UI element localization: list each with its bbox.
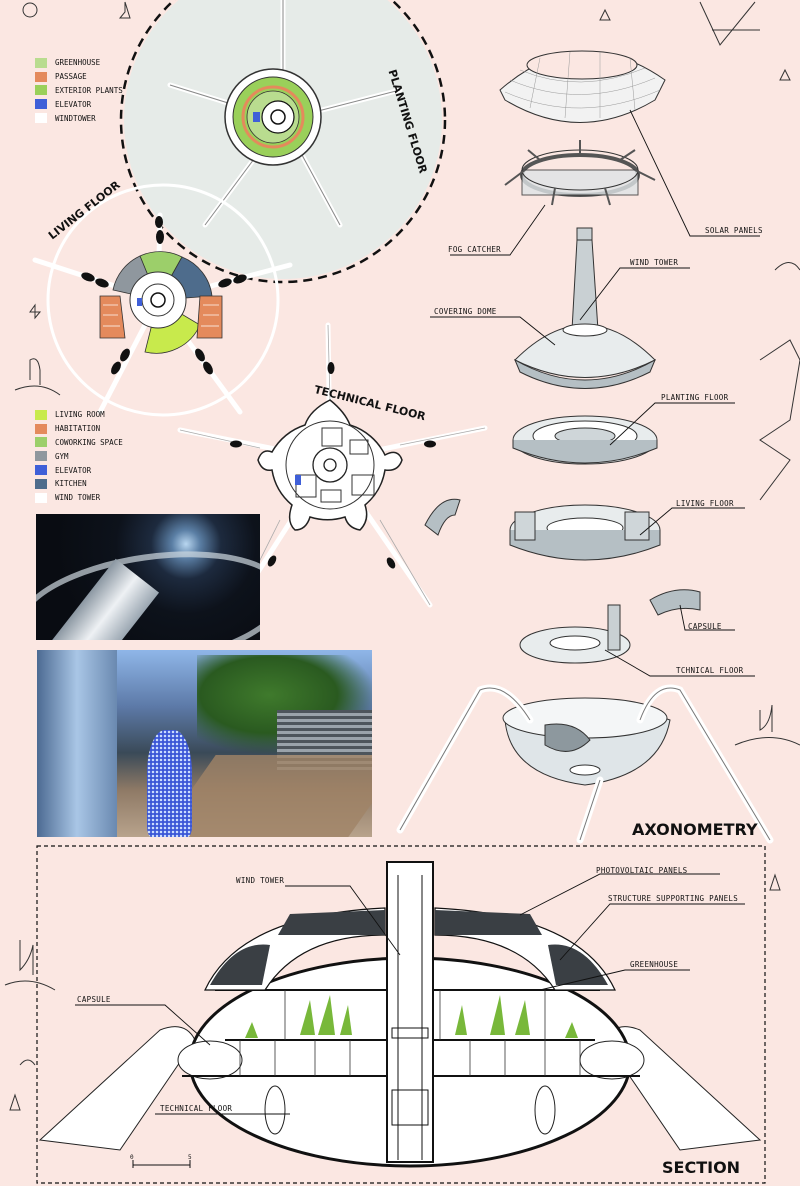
axo-label-technical-floor: TCHNICAL FLOOR [676,666,744,675]
section-drawing [36,845,766,1184]
axonometry-drawing [396,50,774,844]
legend-swatch [35,409,47,420]
axo-label-planting-floor: PLANTING FLOOR [661,393,729,402]
legend-swatch [35,423,47,434]
legend-label: GREENHOUSE [55,58,101,68]
legend-label: ELEVATOR [55,465,92,475]
legend-label: ELEVATOR [55,99,92,109]
legend-swatch [35,113,47,124]
axo-label-wind-tower: WIND TOWER [630,258,679,267]
margin-sketches [4,1,800,1111]
scale-end-label: 5 [188,1154,192,1161]
axo-label-capsule: CAPSULE [688,622,722,631]
axonometry-title: AXONOMETRY [632,820,758,839]
axo-label-living-floor: LIVING FLOOR [676,499,734,508]
section-label-wind-tower: WIND TOWER [236,876,285,885]
technical-floor-plan [177,322,488,608]
living-floor-legend: LIVING ROOM HABITATION COWORKING SPACE G… [35,408,123,505]
living-floor-plan [32,183,293,417]
legend-label: COWORKING SPACE [55,437,123,447]
legend-swatch [35,85,47,96]
render-greenhouse-walkway [37,650,372,837]
legend-label: WIND TOWER [55,493,101,503]
section-title: SECTION [662,1158,741,1177]
legend-swatch [35,478,47,489]
section-label-technical-floor: TECHNICAL FLOOR [160,1104,233,1113]
section-label-structure: STRUCTURE SUPPORTING PANELS [608,894,739,903]
legend-swatch [35,99,47,110]
legend-label: GYM [55,451,69,461]
legend-label: WINDTOWER [55,113,96,123]
legend-label: HABITATION [55,424,101,434]
legend-swatch [35,492,47,503]
section-label-photovoltaic: PHOTOVOLTAIC PANELS [596,866,688,875]
axo-label-covering-dome: COVERING DOME [434,307,497,316]
section-label-greenhouse: GREENHOUSE [630,960,679,969]
legend-label: LIVING ROOM [55,410,105,420]
section-label-capsule: CAPSULE [77,995,111,1004]
legend-label: EXTERIOR PLANTS [55,85,123,95]
planting-floor-plan [119,0,447,284]
planting-floor-legend: GREENHOUSE PASSAGE EXTERIOR PLANTS ELEVA… [35,56,123,125]
legend-swatch [35,57,47,68]
legend-swatch [35,71,47,82]
legend-label: PASSAGE [55,72,87,82]
axo-label-solar-panels: SOLAR PANELS [705,226,763,235]
axo-label-fog-catcher: FOG CATCHER [448,245,501,254]
scale-start-label: 0 [130,1154,134,1161]
legend-swatch [35,451,47,462]
legend-swatch [35,465,47,476]
render-tower-interior [36,514,260,640]
person-figure [147,730,192,837]
legend-swatch [35,437,47,448]
legend-label: KITCHEN [55,479,87,489]
